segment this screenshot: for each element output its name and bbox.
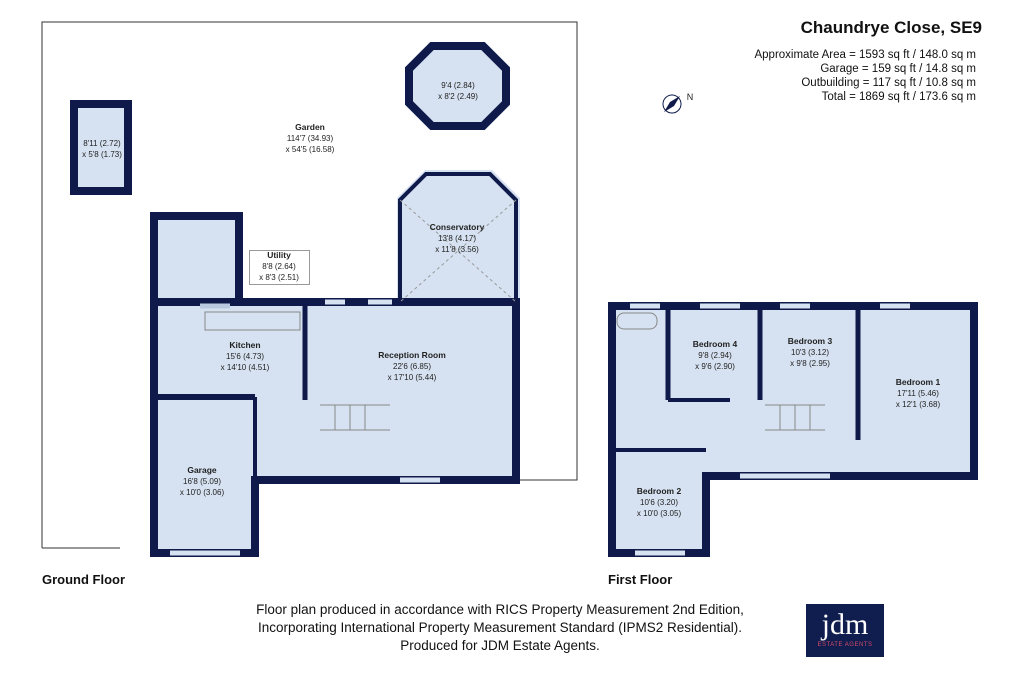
bedroom2-floor (608, 445, 710, 557)
logo-tagline: ESTATE AGENTS (817, 642, 873, 648)
gazebo-floor (405, 42, 510, 130)
room-gazebo: 9'4 (2.84)x 8'2 (2.49) (438, 81, 478, 101)
garage-floor (150, 395, 255, 557)
room-outbuilding: 8'11 (2.72)x 5'8 (1.73) (82, 139, 122, 159)
area-summary: Approximate Area = 1593 sq ft / 148.0 sq… (754, 48, 976, 104)
outbuilding-floor (70, 100, 132, 195)
compass-label: N (686, 92, 694, 102)
conservatory-floor (397, 170, 520, 305)
footer-note: Floor plan produced in accordance with R… (200, 601, 800, 655)
area-outbuilding: Outbuilding = 117 sq ft / 10.8 sq m (801, 77, 976, 89)
first-floor-label: First Floor (608, 572, 673, 587)
utility-floor (150, 212, 243, 304)
logo-wordmark: jdm (821, 608, 869, 641)
compass-icon (662, 94, 682, 114)
property-title: Chaundrye Close, SE9 (800, 18, 982, 37)
area-approx: Approximate Area = 1593 sq ft / 148.0 sq… (754, 49, 976, 61)
area-total: Total = 1869 sq ft / 173.6 sq m (821, 91, 976, 103)
jdm-logo: jdm ESTATE AGENTS (806, 604, 884, 657)
footer-line: Floor plan produced in accordance with R… (256, 602, 744, 617)
garden-boundary (41, 21, 578, 548)
footer-line: Produced for JDM Estate Agents. (400, 638, 600, 653)
footer-line: Incorporating International Property Mea… (258, 620, 742, 635)
ground-floor-label: Ground Floor (42, 572, 126, 587)
area-garage: Garage = 159 sq ft / 14.8 sq m (820, 63, 976, 75)
